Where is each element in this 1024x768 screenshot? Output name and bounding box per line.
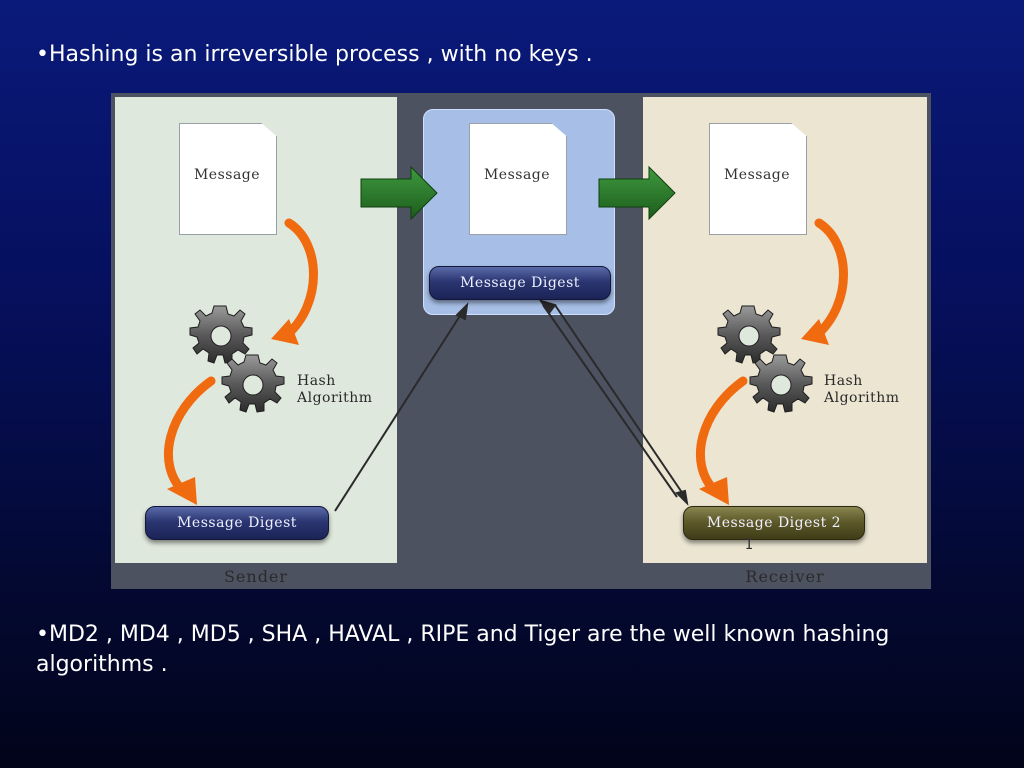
receiver-message-label: Message <box>723 167 791 183</box>
receiver-caption: Receiver <box>745 567 825 586</box>
transmitted-message-digest: Message Digest <box>429 266 611 300</box>
bullet-hashing-irreversible: •Hashing is an irreversible process , wi… <box>36 42 593 67</box>
document-icon <box>469 123 567 235</box>
green-arrow-icon <box>360 165 438 221</box>
digest-transfer-arrow <box>334 302 469 512</box>
receiver-message-document: Message <box>709 123 807 235</box>
hashing-diagram: Message Message Message Message Digest H… <box>111 93 931 589</box>
receiver-hash-label-line1: Hash <box>824 373 863 389</box>
gear-icon <box>221 354 285 413</box>
transmitted-message-label: Message <box>483 167 551 183</box>
green-arrow-icon <box>598 165 676 221</box>
receiver-hash-label-line2: Algorithm <box>824 390 900 406</box>
bullet-hashing-algorithms: •MD2 , MD4 , MD5 , SHA , HAVAL , RIPE an… <box>36 622 890 677</box>
digest-compare-arrow <box>538 299 689 506</box>
sender-hash-label-line1: Hash <box>297 373 336 389</box>
orange-curved-arrow-icon <box>801 218 848 345</box>
text-cursor-icon: I <box>745 537 754 553</box>
sender-message-document: Message <box>179 123 277 235</box>
gear-icon <box>749 354 813 413</box>
orange-curved-arrow-icon <box>271 218 318 345</box>
transmitted-message-document: Message <box>469 123 567 235</box>
receiver-hash-algorithm-label: Hash Algorithm <box>824 373 900 407</box>
receiver-message-digest-2: Message Digest 2 <box>683 506 865 540</box>
sender-hash-algorithm-label: Hash Algorithm <box>297 373 373 407</box>
sender-caption: Sender <box>223 567 289 586</box>
diagram-graphics <box>164 165 848 512</box>
sender-message-digest: Message Digest <box>145 506 329 540</box>
sender-message-label: Message <box>193 167 261 183</box>
orange-curved-arrow-icon <box>164 376 216 505</box>
gear-icon <box>717 305 781 364</box>
orange-curved-arrow-icon <box>696 376 748 505</box>
document-icon <box>709 123 807 235</box>
sender-hash-label-line2: Algorithm <box>297 390 373 406</box>
gear-icon <box>189 305 253 364</box>
document-icon <box>179 123 277 235</box>
